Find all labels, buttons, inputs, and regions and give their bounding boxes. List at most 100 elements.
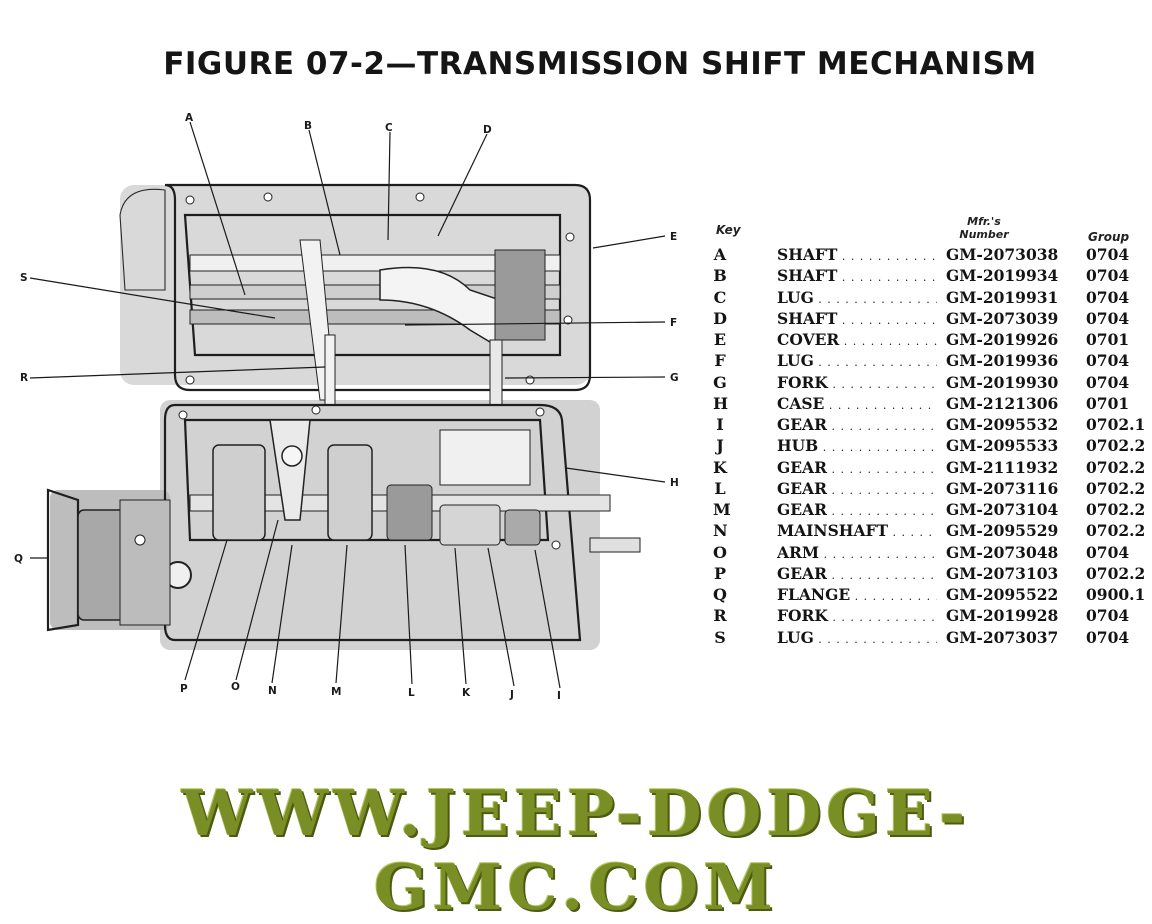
website-footer: WWW.JEEP-DODGE-GMC.COM [181,776,971,924]
row-part-name: LUG [777,628,937,647]
header-mfr-number: Mfr.'s Number [959,215,1009,241]
row-key: Q [713,585,727,604]
parts-rows: ASHAFTGM-20730380704BSHAFTGM-20199340704… [710,245,1150,649]
row-key: M [713,500,731,519]
row-key: R [713,606,727,626]
transmission-diagram: A B C D E F G H S R Q P O N M L K J I [14,112,679,702]
callout-labels: A B C D E F G H S R Q P O N M L K J I [14,112,679,702]
row-group: 0701 [1086,393,1130,413]
table-row: K GEAR GM-2111932 0702.2 [710,458,1150,479]
row-mfr-number: GM-2095522 [946,585,1059,604]
callout-n: N [268,685,277,697]
row-mfr-number: GM-2095529 [946,521,1059,541]
callout-e: E [670,231,677,243]
row-group: 0702.2 [1086,500,1146,519]
row-group: 0701 [1086,330,1130,349]
row-mfr-number: GM-2019934 [946,266,1059,286]
row-mfr-number: GM-2019930 [946,372,1059,392]
row-group: 0704 [1086,266,1130,286]
row-key: E [713,330,727,349]
row-part-name: LUG [777,351,937,370]
row-key: H [713,393,729,413]
table-row: H CASE GM-2121306 0701 [710,394,1150,415]
row-mfr-number: GM-2111932 [946,457,1059,477]
row-mfr-number: GM-2073037 [946,627,1059,647]
row-key: K [713,457,727,477]
row-part-name: FORK [777,373,937,392]
row-part-name: FORK [777,606,937,625]
row-part-name: GEAR [777,479,937,498]
row-group: 0702.2 [1086,436,1146,456]
callout-f: F [670,317,677,329]
row-mfr-number: GM-2019931 [946,287,1059,307]
row-group: 0704 [1086,245,1130,264]
row-group: 0704 [1086,287,1130,307]
row-group: 0702.2 [1086,478,1146,498]
row-group: 0704 [1086,351,1130,371]
row-part-name: FLANGE [777,585,937,604]
row-part-name: GEAR [777,564,937,583]
callout-i: I [557,690,561,702]
row-key: B [713,266,727,286]
row-mfr-number: GM-2121306 [946,393,1059,413]
row-mfr-number: GM-2019926 [946,330,1059,349]
row-group: 0702.2 [1086,457,1146,477]
row-part-name: HUB [777,436,937,455]
row-part-name: ARM [777,543,937,562]
header-key: Key [716,223,741,237]
cover-housing [119,183,592,392]
figure-title: FIGURE 07-2—TRANSMISSION SHIFT MECHANISM [163,46,1037,82]
callout-s: S [20,272,28,284]
callout-b: B [304,120,312,132]
callout-a: A [185,112,194,124]
row-key: J [716,436,724,456]
callout-p: P [180,683,188,695]
row-key: C [713,287,727,307]
header-group: Group [1088,230,1130,244]
case-housing [163,403,582,642]
flange [46,488,171,632]
row-key: P [713,563,727,583]
row-group: 0702.2 [1086,521,1146,541]
row-part-name: SHAFT [777,266,937,285]
table-row: J HUB GM-2095533 0702.2 [710,436,1150,457]
row-group: 0704 [1086,627,1130,647]
callout-l: L [408,687,415,699]
callout-m: M [331,686,341,698]
gear-train [189,419,641,553]
row-group: 0702.2 [1086,563,1146,583]
row-group: 0704 [1086,308,1130,328]
row-key: G [713,372,727,392]
row-group: 0702.1 [1086,415,1146,434]
row-mfr-number: GM-2019928 [946,606,1059,626]
leader-lines [29,121,666,689]
row-part-name: CASE [777,394,937,413]
row-key: I [716,415,724,434]
row-key: N [713,521,728,541]
row-mfr-number: GM-2095533 [946,436,1059,456]
callout-k: K [462,687,471,699]
row-mfr-number: GM-2073048 [946,542,1059,562]
row-part-name: SHAFT [777,245,937,264]
row-mfr-number: GM-2073039 [946,308,1059,328]
callout-o: O [231,681,240,693]
row-mfr-number: GM-2019936 [946,351,1059,371]
row-part-name: SHAFT [777,309,937,328]
row-part-name: GEAR [777,458,937,477]
row-mfr-number: GM-2073116 [946,478,1059,498]
shift-rails [189,239,561,406]
row-mfr-number: GM-2073038 [946,245,1059,264]
callout-q: Q [14,553,23,565]
row-key: D [713,308,727,328]
row-part-name: GEAR [777,500,937,519]
row-key: S [714,627,726,647]
row-group: 0704 [1086,542,1130,562]
